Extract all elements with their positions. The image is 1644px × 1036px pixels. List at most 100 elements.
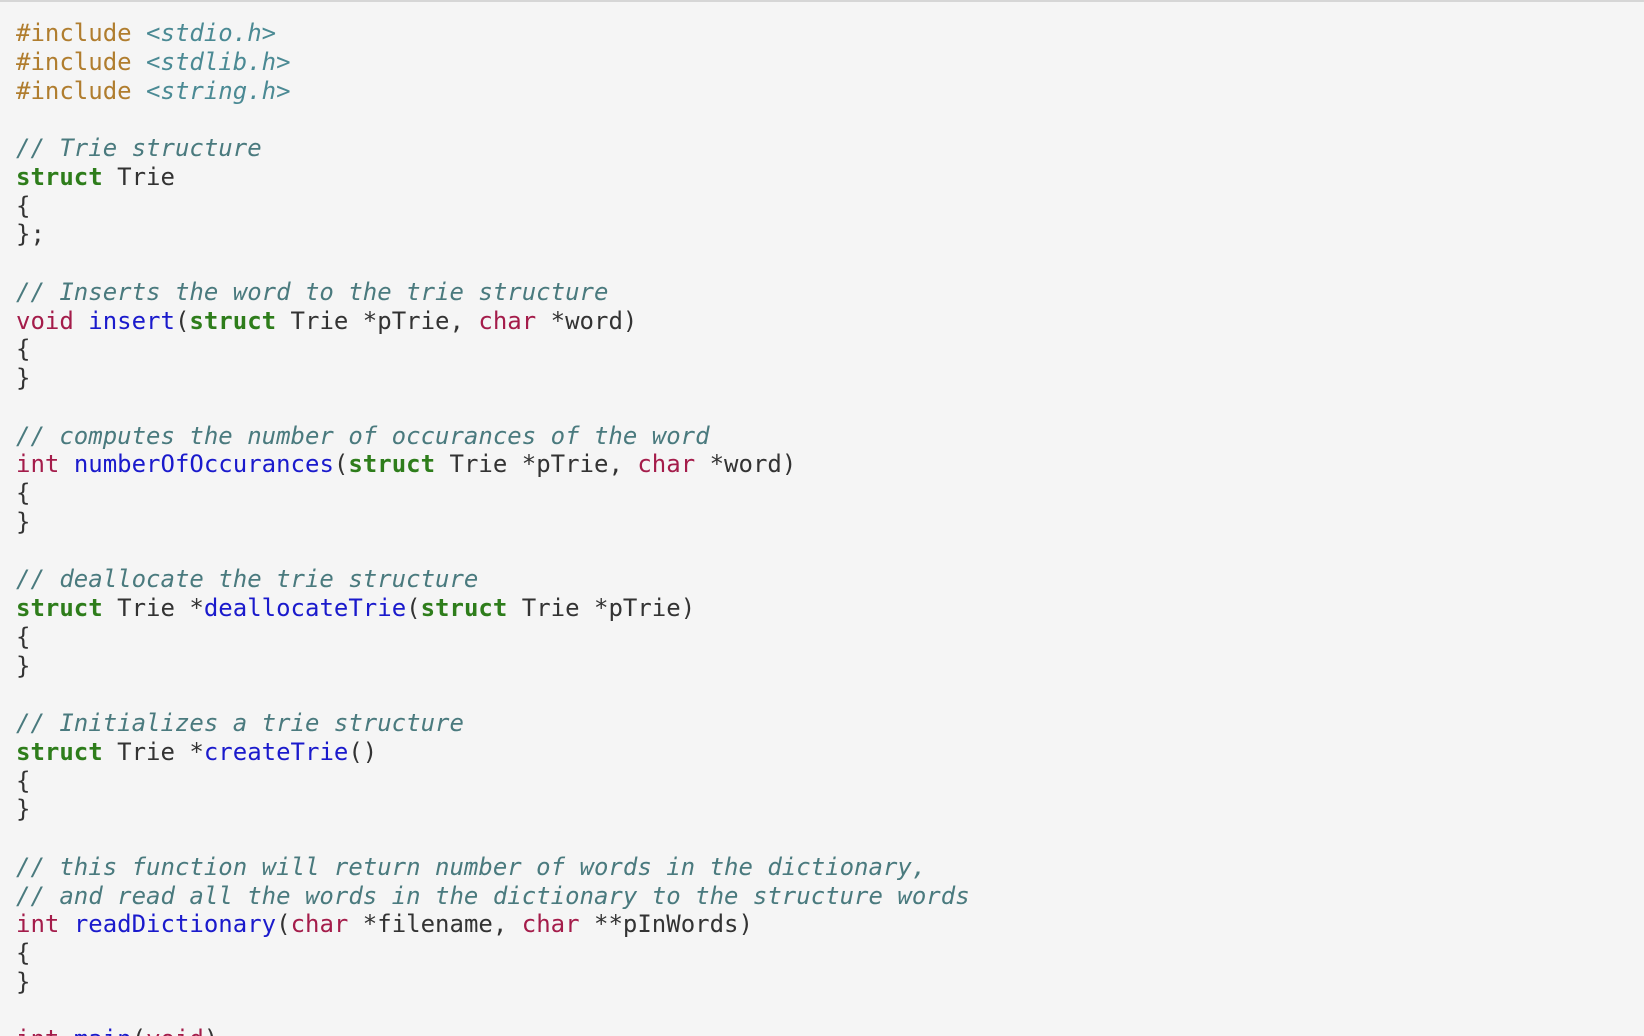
code-line: // Inserts the word to the trie structur… [16, 278, 970, 307]
code-token-keyword: struct [348, 450, 436, 479]
code-line: int readDictionary(char *filename, char … [16, 910, 970, 939]
code-token-meta: #include [16, 76, 132, 105]
code-token-type: char [637, 450, 696, 479]
code-token-plain: () [348, 737, 378, 766]
code-token-type: int [16, 450, 60, 479]
code-line: } [16, 795, 970, 824]
code-line: { [16, 192, 970, 221]
code-line: } [16, 364, 970, 393]
code-line: // and read all the words in the diction… [16, 882, 970, 911]
code-token-type: int [16, 1025, 59, 1036]
code-token-plain: ( [333, 450, 349, 479]
code-token-plain: } [16, 364, 31, 392]
code-token-keyword: struct [16, 737, 103, 766]
code-token-type: int [16, 910, 60, 939]
code-line: int main(void) [16, 1025, 970, 1036]
code-line: // computes the number of occurances of … [16, 422, 970, 451]
code-token-def: numberOfOccurances [73, 450, 334, 479]
code-line: { [16, 623, 970, 652]
code-block[interactable]: #include <stdio.h>#include <stdlib.h>#in… [16, 19, 970, 1036]
code-token-comment: // Trie structure [16, 134, 262, 162]
code-line: // deallocate the trie structure [16, 565, 970, 594]
code-line: // Trie structure [16, 134, 970, 163]
code-line: struct Trie *createTrie() [16, 738, 970, 767]
code-line: { [16, 479, 970, 508]
code-token-comment: // this function will return number of w… [16, 852, 927, 881]
code-line: }; [16, 220, 970, 249]
code-token-plain: { [16, 766, 31, 795]
code-token-comment: // Initializes a trie structure [16, 709, 464, 737]
code-token-plain: Trie *pTrie, [276, 306, 479, 335]
code-token-plain: { [16, 622, 31, 651]
code-token-plain: *word) [536, 306, 638, 335]
code-token-type: void [16, 306, 74, 335]
code-line [16, 249, 970, 278]
code-token-comment: // and read all the words in the diction… [16, 881, 970, 910]
code-token-meta: #include [16, 47, 132, 76]
code-token-plain: Trie *pTrie, [435, 450, 638, 479]
code-token-type: char [478, 306, 537, 335]
code-token-plain: **pInWords) [579, 910, 753, 939]
code-token-plain [59, 910, 73, 938]
code-token-keyword: struct [189, 306, 277, 335]
code-line: // this function will return number of w… [16, 853, 970, 882]
code-token-plain [59, 1025, 73, 1036]
code-line: int numberOfOccurances(struct Trie *pTri… [16, 450, 970, 479]
code-token-keyword: struct [16, 594, 103, 622]
code-token-meta: #include [16, 19, 132, 47]
code-token-plain [132, 48, 146, 76]
code-token-plain: ( [174, 306, 190, 335]
code-token-plain: ( [276, 910, 291, 939]
code-token-def: insert [88, 306, 175, 335]
code-line: void insert(struct Trie *pTrie, char *wo… [16, 307, 970, 336]
code-token-plain: { [16, 335, 31, 364]
code-token-plain [74, 307, 88, 335]
code-line [16, 824, 970, 853]
code-line: struct Trie *deallocateTrie(struct Trie … [16, 594, 970, 623]
code-line [16, 105, 970, 134]
code-token-plain: } [16, 507, 31, 536]
code-token-def: readDictionary [73, 910, 277, 939]
code-token-def: main [74, 1025, 132, 1036]
code-token-plain: ) [204, 1025, 218, 1036]
code-token-string: <string.h> [146, 76, 291, 105]
code-token-plain: } [16, 795, 31, 824]
code-token-plain: *word) [695, 450, 797, 479]
code-line: #include <stdlib.h> [16, 48, 970, 77]
code-line [16, 393, 970, 422]
code-line: { [16, 767, 970, 796]
code-token-comment: // Inserts the word to the trie structur… [16, 277, 609, 306]
code-token-plain [132, 77, 146, 105]
code-line: } [16, 508, 970, 537]
code-token-keyword: struct [16, 162, 103, 191]
code-token-type: char [290, 910, 349, 939]
code-line: #include <string.h> [16, 77, 970, 106]
code-line: } [16, 968, 970, 997]
code-token-plain: Trie *pTrie) [507, 594, 696, 622]
code-token-plain [59, 450, 73, 478]
code-token-plain: Trie * [102, 594, 204, 622]
code-token-type: char [521, 910, 580, 939]
code-token-keyword: struct [420, 594, 508, 622]
code-line: { [16, 939, 970, 968]
code-token-def: createTrie [203, 737, 349, 766]
code-token-type: void [146, 1025, 204, 1036]
code-token-plain: ( [406, 594, 421, 622]
code-token-def: deallocateTrie [203, 594, 407, 622]
code-line: #include <stdio.h> [16, 19, 970, 48]
code-token-plain: } [16, 967, 31, 996]
code-token-plain [132, 19, 146, 47]
code-line [16, 997, 970, 1026]
code-line [16, 680, 970, 709]
code-line: struct Trie [16, 163, 970, 192]
code-token-plain: Trie [102, 162, 175, 191]
code-line: // Initializes a trie structure [16, 709, 970, 738]
code-line [16, 537, 970, 566]
code-token-plain: *filename, [348, 910, 522, 939]
code-token-plain: }; [16, 220, 45, 249]
code-token-plain: { [16, 191, 31, 220]
code-token-plain: { [16, 479, 31, 507]
code-token-string: <stdlib.h> [146, 47, 291, 76]
code-line: { [16, 335, 970, 364]
